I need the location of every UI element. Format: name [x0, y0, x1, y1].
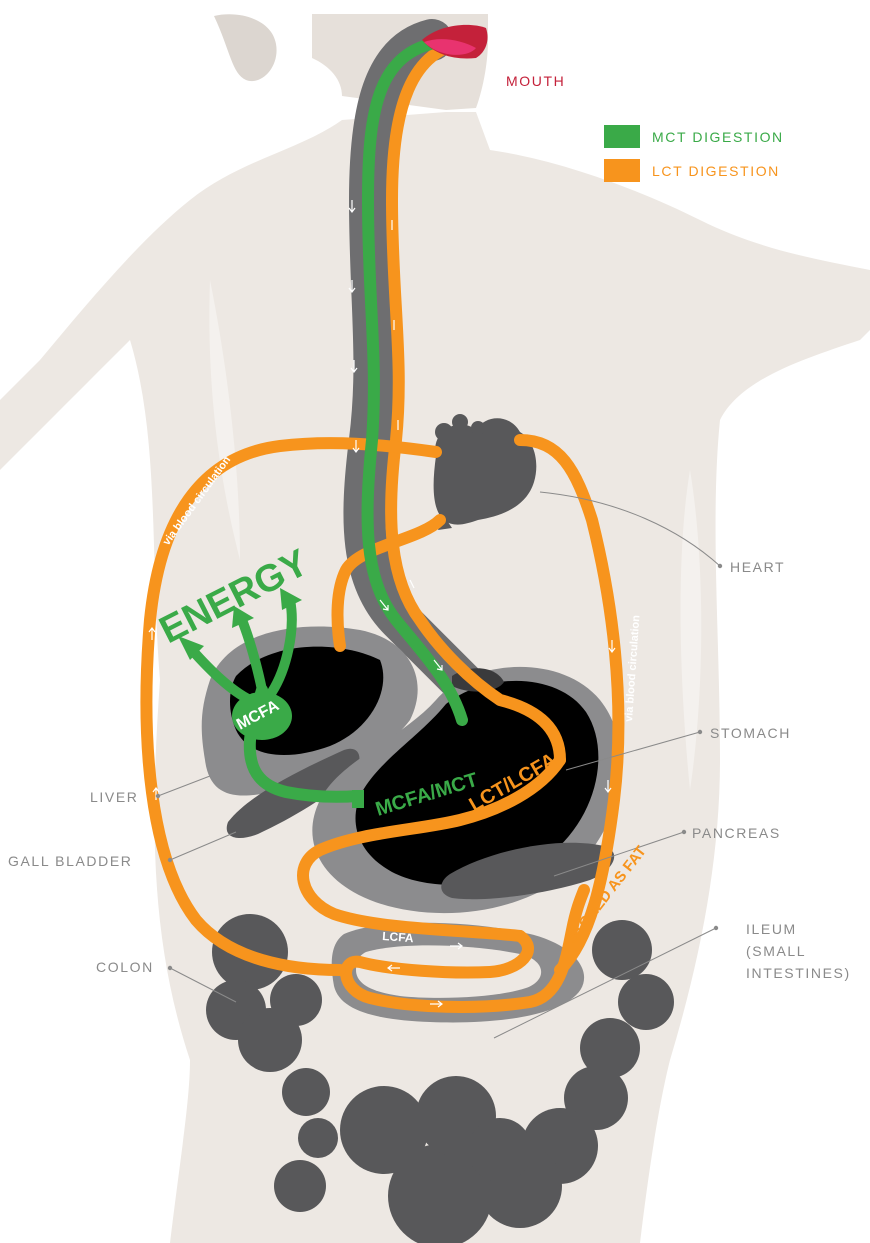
ileum-label-line1: ILEUM — [746, 921, 797, 937]
liver-label: LIVER — [90, 789, 138, 805]
legend-swatch-lct — [604, 159, 640, 182]
lcfa-label: LCFA — [382, 929, 415, 945]
legend-label-mct: MCT DIGESTION — [652, 129, 784, 145]
ileum-label-line3: INTESTINES) — [746, 965, 851, 981]
heart-label: HEART — [730, 559, 785, 575]
ear-shape — [214, 14, 277, 81]
legend-swatch-mct — [604, 125, 640, 148]
stomach-label: STOMACH — [710, 725, 791, 741]
legend: MCT DIGESTION LCT DIGESTION — [604, 125, 784, 182]
mct-stub — [352, 790, 364, 808]
ileum-label-line2: (SMALL — [746, 943, 806, 959]
legend-label-lct: LCT DIGESTION — [652, 163, 780, 179]
mouth-label: MOUTH — [506, 73, 565, 89]
gall-bladder-label: GALL BLADDER — [8, 853, 133, 869]
colon-label: COLON — [96, 959, 154, 975]
pancreas-label: PANCREAS — [692, 825, 781, 841]
